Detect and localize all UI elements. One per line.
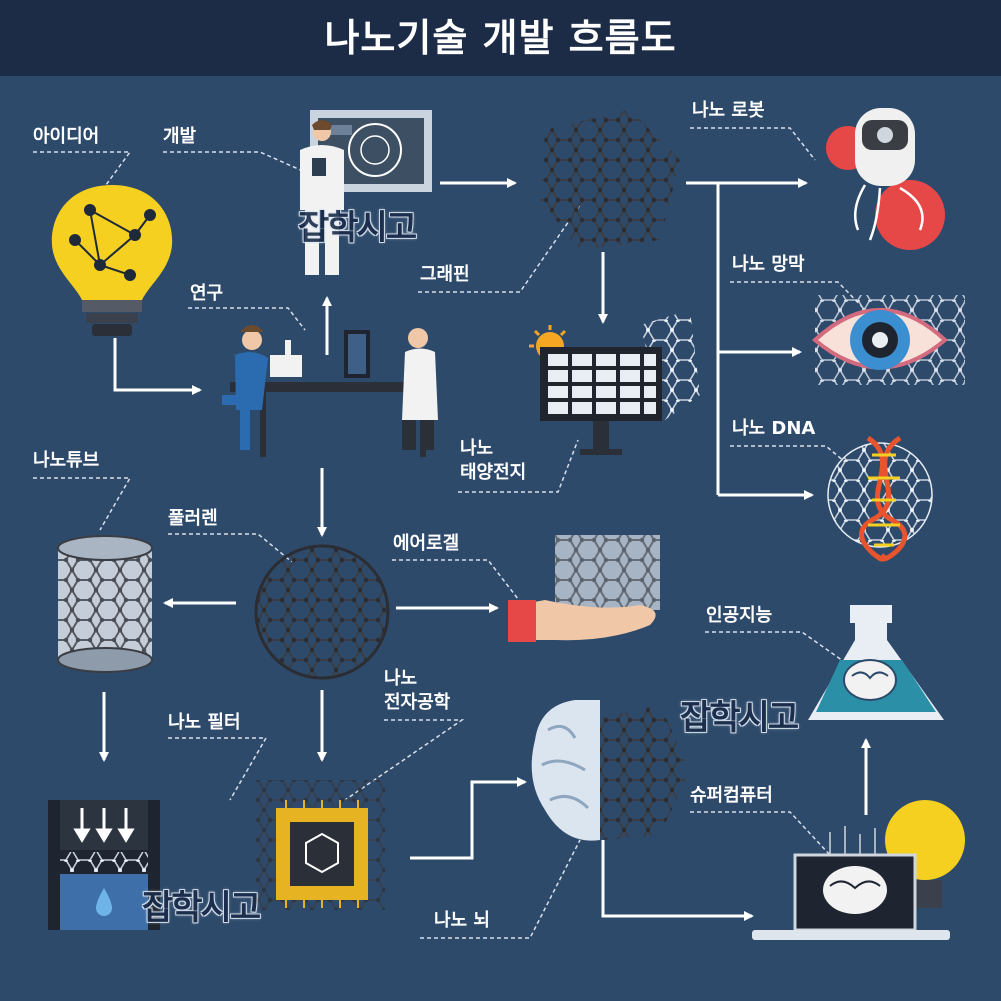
graphene-icon bbox=[540, 110, 680, 250]
label-research: 연구 bbox=[190, 283, 223, 305]
leader-nanotube bbox=[33, 478, 130, 530]
dna-icon bbox=[828, 438, 932, 559]
nano-robot-icon bbox=[826, 108, 945, 250]
watermark: 잡학시고 bbox=[142, 880, 259, 929]
label-nanotube: 나노튜브 bbox=[33, 450, 99, 472]
fullerene-icon bbox=[256, 546, 388, 678]
label-supercomputer: 슈퍼컴퓨터 bbox=[690, 785, 773, 807]
leader-dna bbox=[730, 446, 845, 462]
label-idea: 아이디어 bbox=[33, 126, 99, 148]
label-nano-electronics-line2: 전자공학 bbox=[384, 692, 450, 714]
label-development: 개발 bbox=[163, 126, 196, 148]
aerogel-icon bbox=[508, 535, 660, 642]
leader-robot bbox=[690, 128, 815, 160]
label-fullerene: 풀러렌 bbox=[168, 508, 218, 530]
chip-icon bbox=[255, 780, 385, 910]
nanotube-icon bbox=[58, 536, 152, 672]
arrow-chip-to-brain bbox=[410, 782, 525, 858]
leader-fullerene bbox=[168, 534, 292, 562]
label-nano-filter: 나노 필터 bbox=[168, 712, 241, 734]
leader-supercomputer bbox=[690, 812, 830, 855]
watermark: 잡학시고 bbox=[680, 690, 797, 739]
leader-development bbox=[163, 152, 305, 172]
eye-icon bbox=[815, 295, 965, 385]
label-nano-robot: 나노 로봇 bbox=[692, 100, 765, 122]
leader-filter bbox=[168, 738, 266, 800]
label-graphene: 그래핀 bbox=[420, 264, 470, 286]
watermark: 잡학시고 bbox=[298, 200, 415, 249]
laptop-brain-icon bbox=[752, 800, 965, 940]
label-aerogel: 에어로겔 bbox=[393, 533, 459, 555]
label-nano-brain: 나노 뇌 bbox=[434, 910, 490, 932]
arrow-idea-to-research bbox=[115, 338, 200, 390]
label-nano-electronics-line1: 나노 bbox=[384, 668, 417, 690]
label-nano-solar-line2: 태양전지 bbox=[460, 462, 526, 484]
label-nano-solar-line1: 나노 bbox=[460, 438, 493, 460]
solar-panel-icon bbox=[529, 310, 700, 455]
researchers-icon bbox=[222, 325, 438, 457]
arrow-brain-to-laptop bbox=[603, 840, 752, 916]
scientist-icon bbox=[300, 110, 432, 275]
label-ai: 인공지능 bbox=[706, 605, 772, 627]
lightbulb-icon bbox=[52, 185, 172, 336]
leader-aerogel bbox=[392, 560, 525, 608]
label-nano-dna: 나노 DNA bbox=[732, 418, 815, 440]
label-nano-membrane: 나노 망막 bbox=[732, 254, 805, 276]
flask-brain-icon bbox=[808, 605, 944, 720]
brain-icon bbox=[532, 700, 690, 841]
